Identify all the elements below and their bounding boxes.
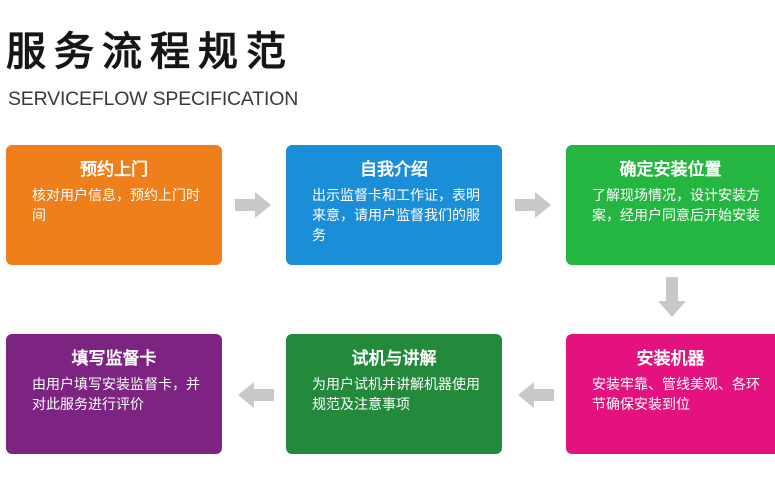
step-title: 预约上门 — [80, 160, 148, 180]
step-description: 由用户填写安装监督卡，并对此服务进行评价 — [32, 377, 200, 413]
page-title: 服务流程规范 — [6, 29, 294, 75]
page-subtitle: SERVICEFLOW SPECIFICATION — [8, 88, 299, 110]
step-description: 核对用户信息，预约上门时间 — [32, 188, 200, 224]
step-description: 了解现场情况，设计安装方案，经用户同意后开始安装 — [592, 188, 760, 224]
step-title: 试机与讲解 — [351, 349, 437, 369]
step-fill-supervision-card: 填写监督卡 由用户填写安装监督卡，并对此服务进行评价 — [6, 334, 222, 454]
step-description: 安装牢靠、管线美观、各环节确保安装到位 — [592, 377, 760, 413]
step-title: 填写监督卡 — [71, 349, 157, 369]
step-confirm-location: 确定安装位置 了解现场情况，设计安装方案，经用户同意后开始安装 — [566, 145, 775, 265]
arrow-right-icon — [235, 192, 271, 218]
arrow-left-icon — [238, 382, 274, 408]
step-description: 为用户试机并讲解机器使用规范及注意事项 — [312, 377, 480, 413]
step-title: 安装机器 — [636, 349, 705, 369]
arrow-left-icon — [518, 382, 554, 408]
arrow-down-icon — [658, 277, 686, 317]
step-title: 自我介绍 — [360, 160, 428, 180]
step-test-and-explain: 试机与讲解 为用户试机并讲解机器使用规范及注意事项 — [286, 334, 502, 454]
arrow-right-icon — [515, 192, 551, 218]
step-title: 确定安装位置 — [619, 160, 722, 180]
step-install-machine: 安装机器 安装牢靠、管线美观、各环节确保安装到位 — [566, 334, 775, 454]
step-self-introduction: 自我介绍 出示监督卡和工作证，表明来意，请用户监督我们的服务 — [286, 145, 502, 265]
step-book-visit: 预约上门 核对用户信息，预约上门时间 — [6, 145, 222, 265]
step-description: 出示监督卡和工作证，表明来意，请用户监督我们的服务 — [312, 188, 480, 244]
